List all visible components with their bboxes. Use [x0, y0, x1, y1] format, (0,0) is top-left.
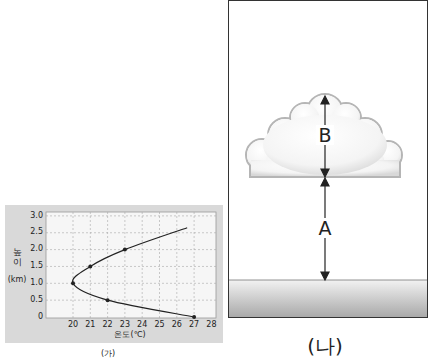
- axis-tick: 22: [103, 321, 113, 330]
- axis-unit: (km): [8, 276, 27, 285]
- axis-tick: 2.5: [30, 228, 43, 237]
- temperature-curve: [73, 228, 195, 317]
- ground-line: [229, 280, 427, 281]
- ground: [229, 280, 427, 317]
- axis-tick: 0.5: [30, 296, 43, 305]
- chart-panel: [5, 205, 223, 343]
- axis-tick: 23: [120, 321, 130, 330]
- axis-tick: 2.0: [30, 245, 43, 254]
- height-label: B: [316, 125, 333, 146]
- axis-title: 온도(℃): [114, 331, 145, 340]
- axis-tick: 3.0: [30, 212, 43, 221]
- axis-tick: 20: [68, 321, 78, 330]
- axis-tick: 26: [172, 321, 182, 330]
- axis-tick: 1.5: [30, 262, 43, 271]
- height-label: A: [317, 218, 334, 239]
- grid: [46, 212, 216, 318]
- axis-tick: 28: [206, 321, 216, 330]
- axis-title: 높이: [13, 248, 22, 268]
- panel-label: (나): [307, 335, 343, 357]
- axis-tick: 24: [137, 321, 147, 330]
- axis-tick: 1.0: [30, 279, 43, 288]
- axis-tick: 21: [85, 321, 95, 330]
- panel-label: (가): [101, 350, 115, 359]
- axis-tick: 0: [38, 313, 43, 322]
- axis-tick: 27: [189, 321, 199, 330]
- axis-tick: 25: [154, 321, 164, 330]
- plot-area: [46, 212, 216, 318]
- data-points: [71, 248, 196, 319]
- cloud: [246, 94, 402, 177]
- scene-frame: [229, 1, 428, 318]
